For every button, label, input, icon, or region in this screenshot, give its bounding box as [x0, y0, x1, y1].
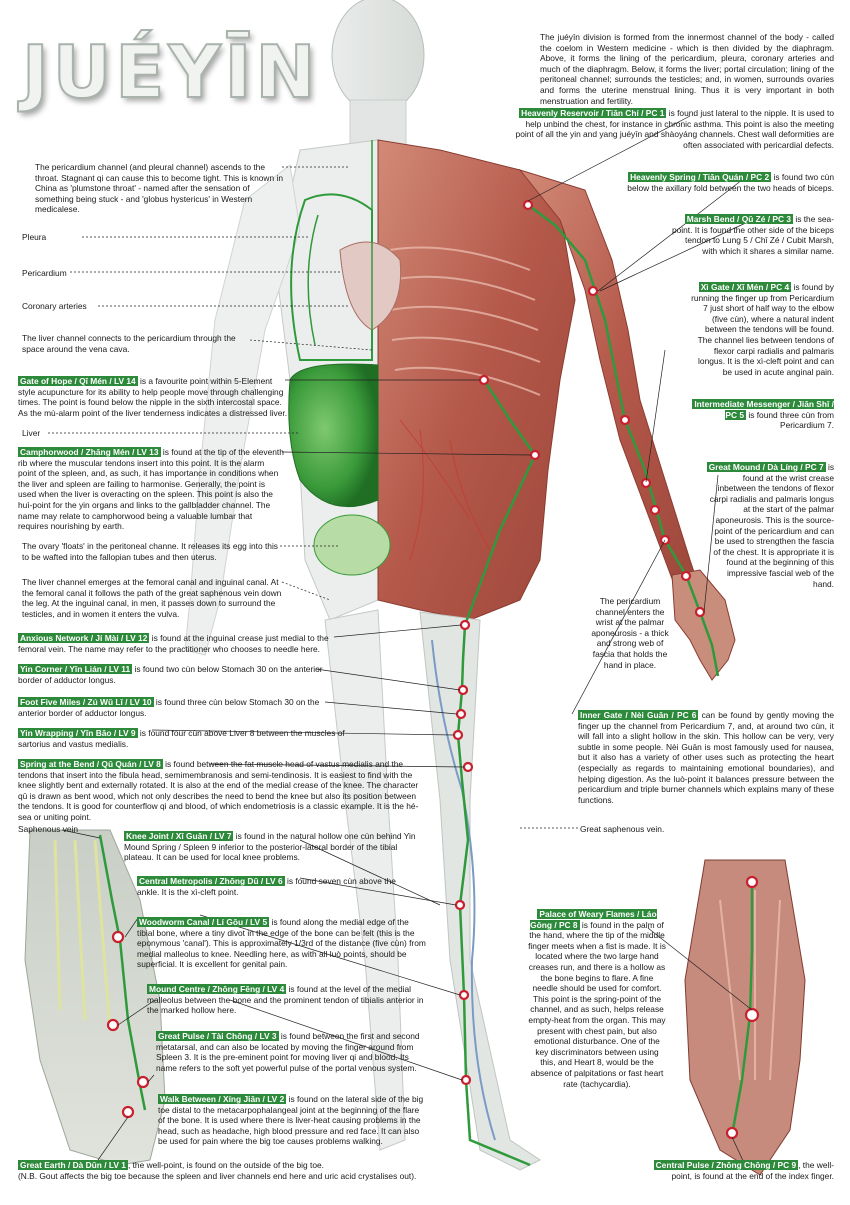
point-label-lv2: Walk Between / Xíng Jiān / LV 2: [158, 1094, 287, 1104]
point-label-lv7: Knee Joint / Xī Guān / LV 7: [124, 831, 234, 841]
point-label-lv4: Mound Centre / Zhōng Fēng / LV 4: [147, 984, 287, 994]
point-pc5: Intermediate Messenger / Jiān Shǐ / PC 5…: [692, 399, 834, 431]
point-lv1: Great Earth / Dà Dūn / LV 1, the well-po…: [18, 1160, 417, 1181]
point-lv8: Spring at the Bend / Qū Quán / LV 8 is f…: [18, 759, 419, 822]
point-label-lv10: Foot Five Miles / Zú Wǔ Lǐ / LV 10: [18, 697, 154, 707]
label-pericardium: Pericardium: [22, 268, 67, 278]
point-label-pc6: Inner Gate / Nèi Guān / PC 6: [578, 710, 699, 720]
point-pc1: Heavenly Reservoir / Tiān Chí / PC 1 is …: [515, 108, 834, 150]
point-pc6: Inner Gate / Nèi Guān / PC 6 can be foun…: [578, 710, 834, 805]
point-lv12: Anxious Network / Jí Mài / LV 12 is foun…: [18, 633, 329, 654]
page-title: JUÉYĪN: [21, 29, 320, 115]
point-lv10: Foot Five Miles / Zú Wǔ Lǐ / LV 10 is fo…: [18, 697, 320, 718]
point-lv14: Gate of Hope / Qī Mén / LV 14 is a favou…: [18, 376, 288, 418]
point-label-lv8: Spring at the Bend / Qū Quán / LV 8: [18, 759, 163, 769]
point-label-pc1: Heavenly Reservoir / Tiān Chí / PC 1: [519, 108, 667, 118]
point-lv2: Walk Between / Xíng Jiān / LV 2 is found…: [158, 1094, 424, 1147]
point-pc8: Palace of Weary Flames / Láo Gōng / PC 8…: [528, 909, 666, 1089]
point-label-lv12: Anxious Network / Jí Mài / LV 12: [18, 633, 150, 643]
point-label-lv13: Camphorwood / Zhāng Mén / LV 13: [18, 447, 161, 457]
point-lv9: Yin Wrapping / Yīn Bāo / LV 9 is found f…: [18, 728, 345, 749]
point-label-lv11: Yin Corner / Yīn Lián / LV 11: [18, 664, 133, 674]
point-label-lv9: Yin Wrapping / Yīn Bāo / LV 9: [18, 728, 138, 738]
point-lv5: Woodworm Canal / Lí Gōu / LV 5 is found …: [137, 917, 426, 970]
label-saphenous-vein: Saphenous vein: [18, 824, 79, 834]
point-lv3: Great Pulse / Tài Chōng / LV 3 is found …: [156, 1031, 420, 1073]
point-pc3: Marsh Bend / Qū Zé / PC 3 is the sea-poi…: [671, 214, 834, 256]
point-lv4: Mound Centre / Zhōng Fēng / LV 4 is foun…: [147, 984, 424, 1016]
label-coronary-arteries: Coronary arteries: [22, 301, 87, 311]
point-lv11: Yin Corner / Yīn Lián / LV 11 is found t…: [18, 664, 323, 685]
label-great-saphenous-vein: Great saphenous vein.: [580, 824, 665, 834]
point-label-pc3: Marsh Bend / Qū Zé / PC 3: [684, 214, 794, 224]
point-pc2: Heavenly Spring / Tiān Quán / PC 2 is fo…: [627, 172, 834, 193]
note-throat: The pericardium channel (and pleural cha…: [35, 162, 283, 215]
point-pc9: Central Pulse / Zhōng Chōng / PC 9, the …: [653, 1160, 834, 1181]
point-label-pc9: Central Pulse / Zhōng Chōng / PC 9: [653, 1160, 799, 1170]
point-pc7: Great Mound / Dà Líng / PC 7 is found at…: [706, 462, 834, 589]
label-liver: Liver: [22, 428, 41, 438]
point-pc4: Xì Gate / Xī Mén / PC 4 is found by runn…: [691, 282, 834, 377]
point-label-pc4: Xì Gate / Xī Mén / PC 4: [698, 282, 792, 292]
point-label-lv5: Woodworm Canal / Lí Gōu / LV 5: [137, 917, 270, 927]
note-femoral-canal: The liver channel emerges at the femoral…: [22, 577, 282, 619]
point-label-pc2: Heavenly Spring / Tiān Quán / PC 2: [628, 172, 772, 182]
point-lv13: Camphorwood / Zhāng Mén / LV 13 is found…: [18, 447, 284, 532]
point-label-lv1: Great Earth / Dà Dūn / LV 1: [18, 1160, 128, 1170]
intro-paragraph: The juéyīn division is formed from the i…: [540, 32, 834, 106]
note-liver-connect: The liver channel connects to the perica…: [22, 333, 236, 354]
point-label-lv6: Central Metropolis / Zhōng Dū / LV 6: [137, 876, 285, 886]
note-palmar-aponeurosis: The pericardium channel enters the wrist…: [591, 596, 669, 670]
note-ovary: The ovary 'floats' in the peritoneal cha…: [22, 541, 278, 562]
point-label-pc7: Great Mound / Dà Líng / PC 7: [706, 462, 826, 472]
gout-note: (N.B. Gout affects the big toe because t…: [18, 1170, 417, 1181]
point-label-lv14: Gate of Hope / Qī Mén / LV 14: [18, 376, 138, 386]
point-lv6: Central Metropolis / Zhōng Dū / LV 6 is …: [137, 876, 396, 897]
label-pleura: Pleura: [22, 232, 47, 242]
point-label-lv3: Great Pulse / Tài Chōng / LV 3: [156, 1031, 279, 1041]
point-lv7: Knee Joint / Xī Guān / LV 7 is found in …: [124, 831, 416, 863]
